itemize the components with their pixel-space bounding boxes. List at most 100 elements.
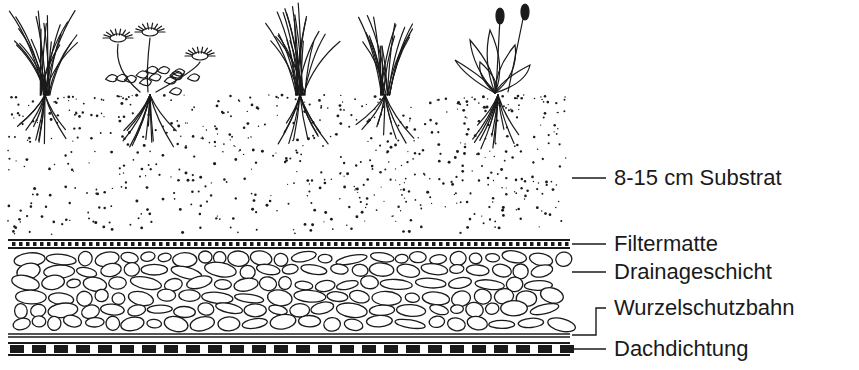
seal-dash xyxy=(274,345,288,353)
substrate-grain xyxy=(399,184,400,185)
substrate-grain xyxy=(451,183,454,186)
substrate-grain xyxy=(307,137,310,140)
substrate-grain xyxy=(524,195,527,198)
pebble xyxy=(174,306,196,318)
substrate-grain xyxy=(418,153,420,155)
substrate-grain xyxy=(408,190,410,192)
substrate-grain xyxy=(121,135,124,138)
substrate-grain xyxy=(235,197,237,199)
substrate-grain xyxy=(226,181,228,183)
substrate-grain xyxy=(8,158,10,160)
pebble xyxy=(282,263,299,275)
root xyxy=(150,95,153,141)
pebble xyxy=(348,289,370,305)
substrate-grain xyxy=(548,142,550,144)
petal xyxy=(185,55,192,56)
substrate-grain xyxy=(309,183,310,184)
substrate-grain xyxy=(511,156,513,158)
substrate-grain xyxy=(515,192,517,194)
substrate-grain xyxy=(546,184,548,186)
substrate-grain xyxy=(54,164,56,166)
substrate-grain xyxy=(539,226,540,227)
substrate-grain xyxy=(520,150,522,152)
substrate-grain xyxy=(49,194,52,197)
pebble xyxy=(278,276,292,291)
pebble xyxy=(124,262,140,277)
petal xyxy=(126,37,133,38)
substrate-grain xyxy=(70,151,72,153)
substrate-grain xyxy=(140,226,143,229)
grass-blade xyxy=(374,17,382,95)
substrate-grain xyxy=(299,97,301,99)
pebble xyxy=(173,252,197,267)
pebble xyxy=(366,315,392,328)
substrate-grain xyxy=(533,161,535,163)
substrate-grain xyxy=(474,213,476,215)
substrate-grain xyxy=(25,158,28,161)
substrate-grain xyxy=(414,152,416,154)
root xyxy=(127,95,150,130)
substrate-grain xyxy=(125,181,127,183)
substrate-grain xyxy=(379,98,381,100)
substrate-grain xyxy=(400,121,402,123)
pebble xyxy=(163,314,190,334)
mat-fibre xyxy=(145,242,149,246)
substrate-grain xyxy=(246,122,249,125)
substrate-grain xyxy=(136,151,139,154)
substrate-grain xyxy=(64,185,67,188)
substrate-grain xyxy=(536,206,539,209)
mat-fibre xyxy=(173,242,177,246)
substrate-grain xyxy=(214,141,216,143)
pebble xyxy=(485,302,500,316)
substrate-grain xyxy=(439,153,441,155)
substrate-grain xyxy=(405,201,407,203)
substrate-grain xyxy=(217,215,218,216)
layer-label: 8-15 cm Substrat xyxy=(612,166,784,190)
substrate-grain xyxy=(400,210,401,211)
substrate-grain xyxy=(516,116,518,118)
root xyxy=(44,95,46,144)
substrate-grain xyxy=(254,193,257,196)
substrate-grain xyxy=(518,109,519,110)
substrate-grain xyxy=(410,219,413,222)
substrate-grain xyxy=(20,221,22,223)
grass-blade xyxy=(266,23,297,95)
mat-fibre xyxy=(257,242,261,246)
substrate-grain xyxy=(54,101,56,103)
substrate-grain xyxy=(158,174,160,176)
substrate-grain xyxy=(78,115,81,118)
leaf xyxy=(158,67,170,74)
root xyxy=(356,95,385,125)
substrate-grain xyxy=(510,109,512,111)
substrate-grain xyxy=(272,155,274,157)
petal xyxy=(143,24,147,29)
substrate-grain xyxy=(90,114,92,116)
substrate-grain xyxy=(178,168,180,170)
substrate-grain xyxy=(261,150,264,153)
pebble xyxy=(158,252,172,262)
substrate-grain xyxy=(380,114,382,116)
substrate-grain xyxy=(555,207,557,209)
substrate-grain xyxy=(506,127,508,129)
substrate-grain xyxy=(270,195,271,196)
substrate-grain xyxy=(560,220,562,222)
substrate-grain xyxy=(30,205,33,208)
substrate-grain xyxy=(514,191,515,192)
substrate-grain xyxy=(455,176,457,178)
substrate-grain xyxy=(354,98,356,100)
substrate-grain xyxy=(438,99,440,101)
substrate-grain xyxy=(398,125,400,127)
mat-fibre xyxy=(12,242,16,246)
substrate-grain xyxy=(438,160,441,163)
seal-dash xyxy=(142,345,156,353)
substrate-grain xyxy=(429,178,431,180)
substrate-grain xyxy=(460,142,461,143)
substrate-grain xyxy=(215,127,218,130)
petal xyxy=(186,53,193,55)
substrate-grain xyxy=(369,159,371,161)
substrate-grain xyxy=(122,97,124,99)
substrate-grain xyxy=(559,143,561,145)
pebble xyxy=(100,303,124,316)
substrate-grain xyxy=(324,182,327,185)
substrate-grain xyxy=(523,94,524,95)
